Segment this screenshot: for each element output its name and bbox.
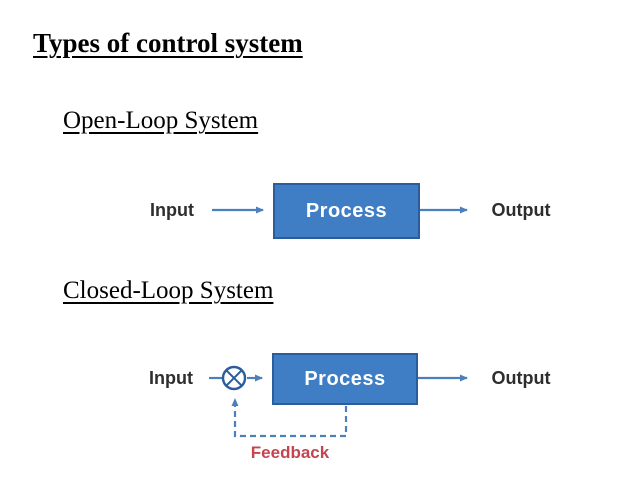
process-box: Process — [272, 353, 418, 405]
process-label: Process — [304, 367, 386, 390]
junction-cross-stroke-icon — [225, 369, 243, 387]
feedback-label: Feedback — [250, 443, 330, 462]
page-title: Types of control system — [33, 28, 303, 58]
process-box: Process — [273, 183, 420, 239]
junction-cross-stroke-icon — [225, 369, 243, 387]
heading-open-loop: Open-Loop System — [63, 107, 259, 134]
output-label: Output — [491, 200, 551, 220]
input-label: Input — [149, 368, 193, 388]
heading-closed-loop: Closed-Loop System — [63, 277, 274, 304]
summing-junction-circle-cross-icon — [221, 365, 247, 391]
input-label: Input — [150, 200, 194, 220]
process-label: Process — [305, 199, 388, 222]
output-label: Output — [491, 368, 551, 388]
